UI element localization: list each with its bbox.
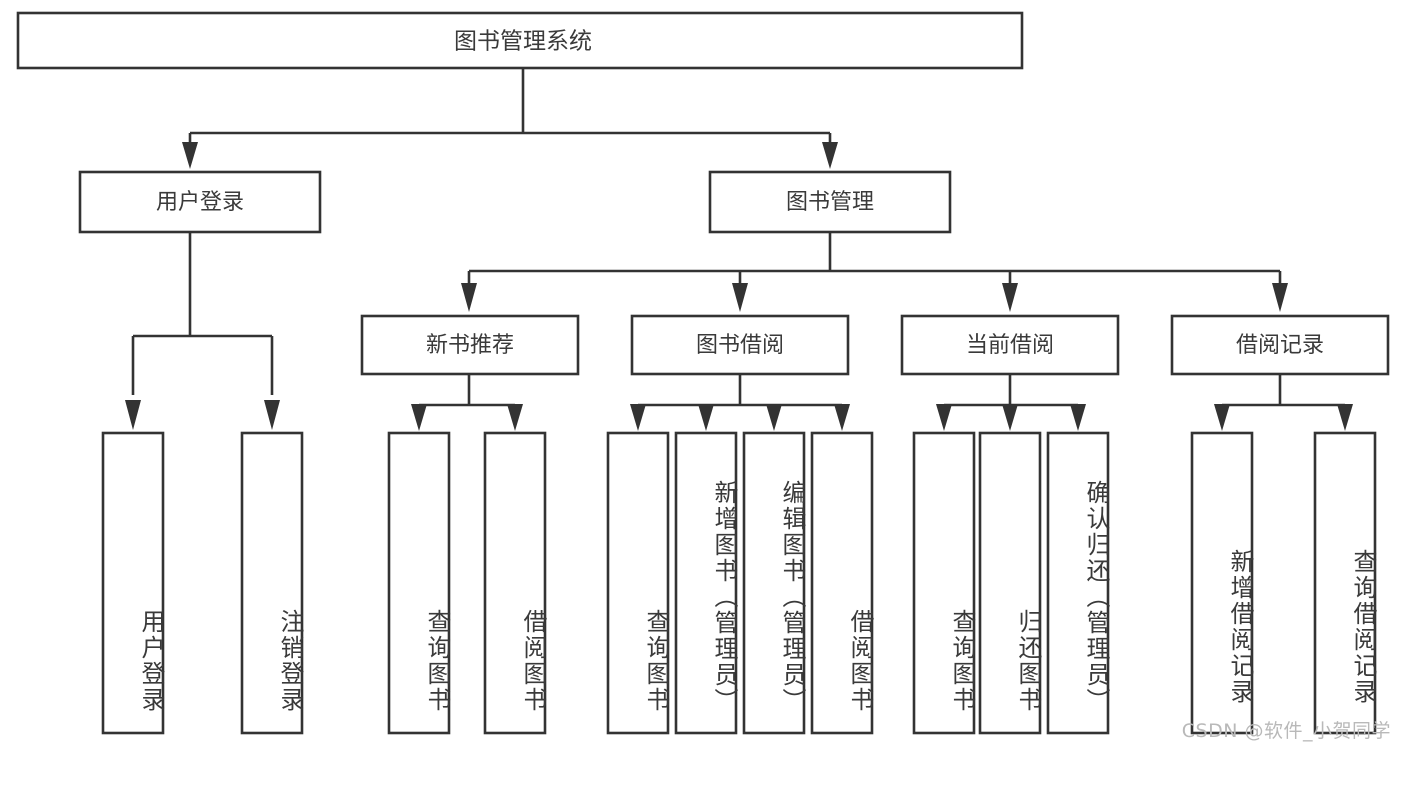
arrow-head-book-borrow [732, 283, 748, 312]
leaf-box-book-borrow-1[interactable] [674, 431, 738, 735]
node-book-borrow-box[interactable] [630, 314, 850, 376]
leaf-box-borrow-record-1[interactable] [1313, 431, 1377, 735]
leaf-box-current-borrow-0[interactable] [912, 431, 976, 735]
leaf-box-new-book-1[interactable] [483, 431, 547, 735]
arrow-head-leaf-user-login-0 [125, 400, 141, 430]
arrow-head-book-manage [822, 142, 838, 169]
arrow-head-leaf-book-borrow-2 [766, 404, 782, 431]
node-book-manage-box[interactable] [708, 170, 952, 234]
node-root-label: 图书管理系统 [454, 29, 592, 55]
node-borrow-record-box[interactable] [1170, 314, 1390, 376]
leaf-box-user-login-1[interactable] [240, 431, 304, 735]
arrow-head-leaf-new-book-0 [411, 404, 427, 431]
arrow-head-leaf-user-login-1 [264, 400, 280, 430]
arrow-head-leaf-book-borrow-1 [698, 404, 714, 431]
arrow-head-new-book [461, 283, 477, 312]
node-new-book-box[interactable] [360, 314, 580, 376]
node-new-book-label: 新书推荐 [426, 333, 514, 358]
watermark-text: CSDN @软件_小贺同学 [1181, 720, 1391, 742]
node-borrow-record-label: 借阅记录 [1236, 333, 1324, 358]
node-user-login-label: 用户登录 [156, 190, 244, 215]
arrow-head-user-login [182, 142, 198, 169]
arrow-head-leaf-borrow-record-1 [1337, 404, 1353, 431]
node-current-borrow-label: 当前借阅 [966, 333, 1054, 358]
leaf-box-borrow-record-0[interactable] [1190, 431, 1254, 735]
tree-svg-canvas: 图书管理系统 用户登录 图书管理 新书推荐 图书借阅 当前借阅 借阅记录 [16, 11, 1390, 735]
node-book-manage-label: 图书管理 [786, 190, 874, 215]
node-user-login-box[interactable] [78, 170, 322, 234]
leaf-box-new-book-0[interactable] [387, 431, 451, 735]
arrow-head-current-borrow [1002, 283, 1018, 312]
leaf-box-current-borrow-2[interactable] [1046, 431, 1110, 735]
arrow-head-leaf-current-borrow-2 [1070, 404, 1086, 431]
arrow-head-leaf-current-borrow-0 [936, 404, 952, 431]
arrow-head-leaf-current-borrow-1 [1002, 404, 1018, 431]
leaf-box-user-login-0[interactable] [101, 431, 165, 735]
node-root-box[interactable] [16, 11, 1024, 70]
arrow-head-leaf-new-book-1 [507, 404, 523, 431]
node-current-borrow-box[interactable] [900, 314, 1120, 376]
leaf-box-book-borrow-0[interactable] [606, 431, 670, 735]
node-book-borrow-label: 图书借阅 [696, 333, 784, 358]
leaf-box-current-borrow-1[interactable] [978, 431, 1042, 735]
flowchart-diagram: 图书管理系统 用户登录 图书管理 新书推荐 图书借阅 当前借阅 借阅记录 [16, 11, 1391, 742]
node-box-layer: 图书管理系统 用户登录 图书管理 新书推荐 图书借阅 当前借阅 借阅记录 [16, 11, 1390, 735]
leaf-box-book-borrow-3[interactable] [810, 431, 874, 735]
arrow-head-leaf-borrow-record-0 [1214, 404, 1230, 431]
arrow-head-leaf-book-borrow-0 [630, 404, 646, 431]
leaf-box-book-borrow-2[interactable] [742, 431, 806, 735]
arrow-head-leaf-book-borrow-3 [834, 404, 850, 431]
arrow-head-borrow-record [1272, 283, 1288, 312]
connector-layer [125, 69, 1353, 431]
